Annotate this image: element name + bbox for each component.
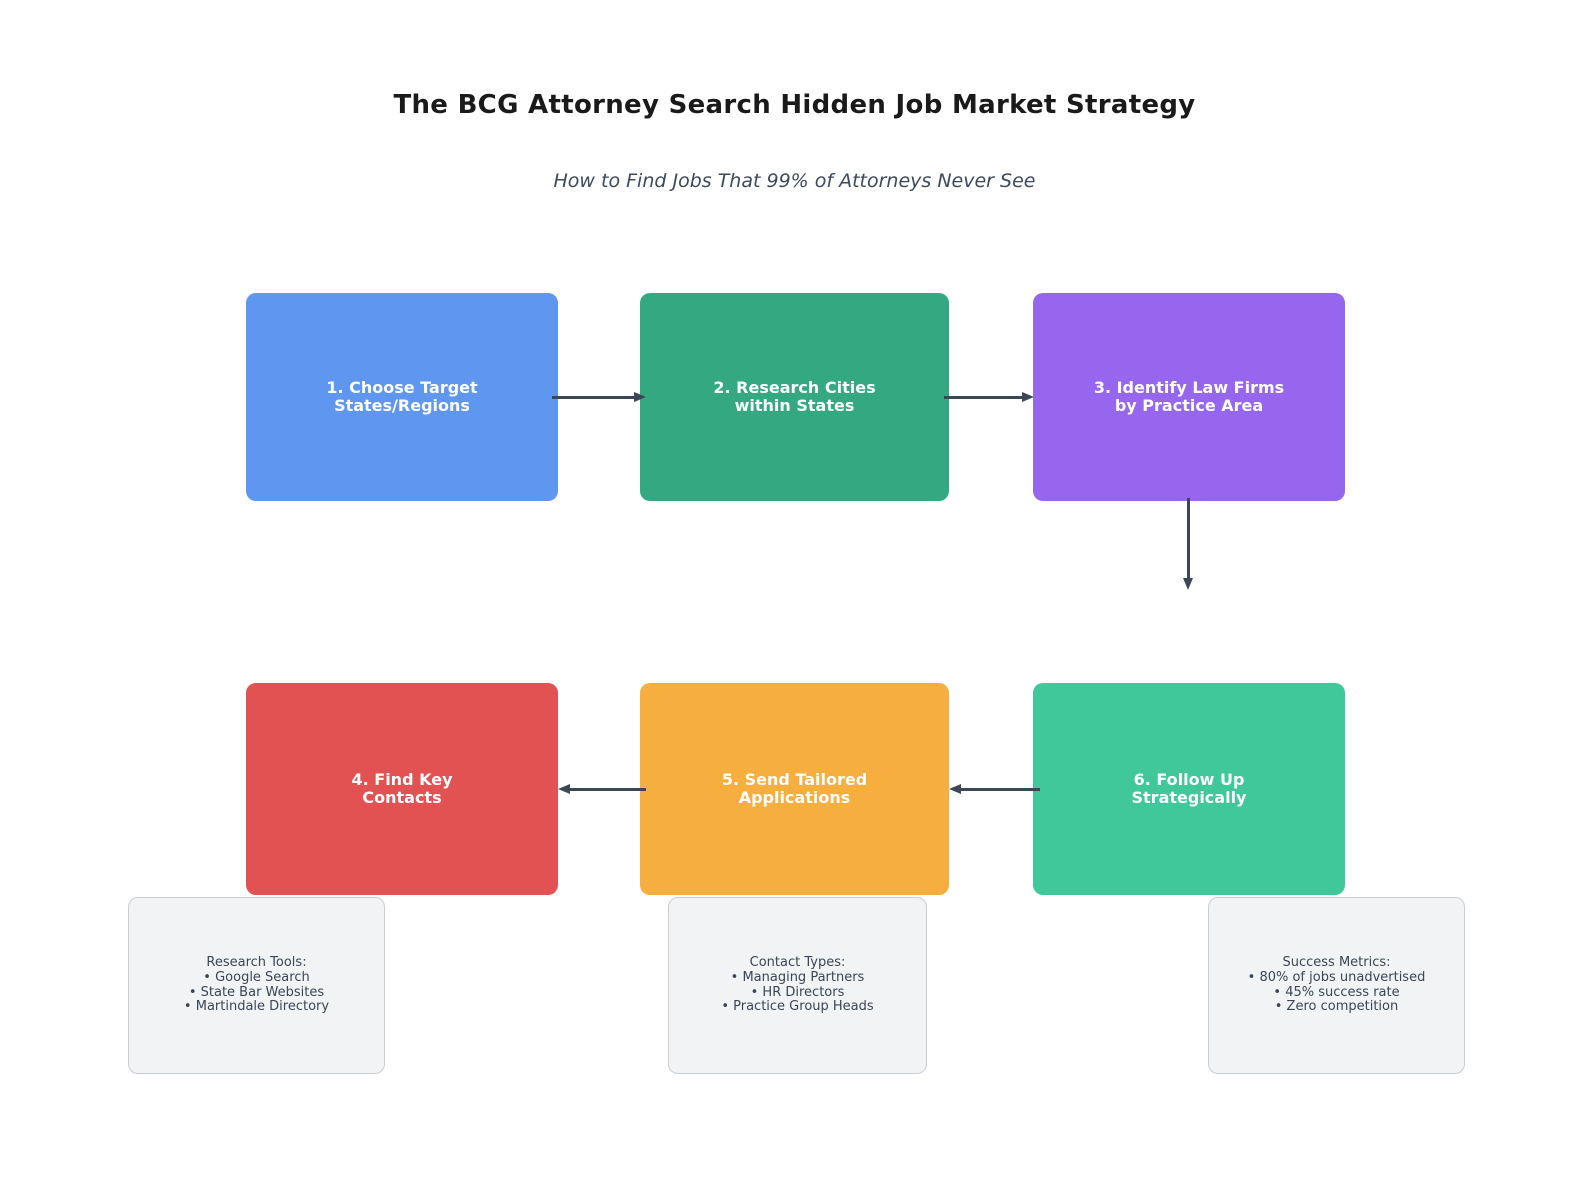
note-item: • 45% success rate bbox=[1273, 984, 1400, 1000]
note-heading: Research Tools: bbox=[206, 954, 307, 970]
page-subtitle: How to Find Jobs That 99% of Attorneys N… bbox=[553, 170, 1036, 192]
arrowhead-right-icon bbox=[1022, 392, 1034, 402]
step-box-3-identify-law-firms: 3. Identify Law Firms by Practice Area bbox=[1033, 293, 1345, 501]
note-item: • 80% of jobs unadvertised bbox=[1247, 969, 1426, 985]
step-box-1-choose-target-states: 1. Choose Target States/Regions bbox=[246, 293, 558, 501]
step-label-line: within States bbox=[734, 396, 855, 415]
page-title: The BCG Attorney Search Hidden Job Marke… bbox=[393, 90, 1196, 120]
note-heading: Success Metrics: bbox=[1282, 954, 1391, 970]
note-heading: Contact Types: bbox=[749, 954, 846, 970]
arrowhead-right-icon bbox=[634, 392, 646, 402]
note-item: • Managing Partners bbox=[730, 969, 865, 985]
step-label-line: 1. Choose Target bbox=[326, 378, 478, 398]
step-label-line: Applications bbox=[738, 788, 851, 807]
step-label-line: 3. Identify Law Firms bbox=[1093, 378, 1285, 398]
step-label-line: 6. Follow Up bbox=[1133, 770, 1245, 790]
note-item: • Google Search bbox=[203, 969, 310, 985]
note-item: • Zero competition bbox=[1274, 999, 1399, 1015]
note-item: • Practice Group Heads bbox=[721, 999, 874, 1015]
arrow-step1-to-step2 bbox=[552, 396, 634, 399]
step-label-line: 5. Send Tailored bbox=[721, 770, 868, 790]
step-label-line: Strategically bbox=[1131, 788, 1247, 807]
note-item: • HR Directors bbox=[750, 984, 845, 1000]
step-label-line: Contacts bbox=[362, 788, 442, 807]
step-label-line: 4. Find Key bbox=[351, 770, 453, 790]
step-label-line: States/Regions bbox=[334, 396, 470, 415]
arrow-step3-to-step6 bbox=[1187, 498, 1190, 578]
arrow-step2-to-step3 bbox=[944, 396, 1022, 399]
arrowhead-left-icon bbox=[949, 784, 961, 794]
step-box-2-research-cities: 2. Research Cities within States bbox=[640, 293, 949, 501]
step-box-4-find-key-contacts: 4. Find Key Contacts bbox=[246, 683, 558, 895]
step-label-line: by Practice Area bbox=[1114, 396, 1264, 415]
arrowhead-left-icon bbox=[558, 784, 570, 794]
step-label-line: 2. Research Cities bbox=[713, 378, 876, 398]
arrow-step6-to-step5 bbox=[961, 788, 1040, 791]
note-item: • State Bar Websites bbox=[188, 984, 325, 1000]
note-card-research-tools: Research Tools: • Google Search • State … bbox=[128, 897, 385, 1074]
note-card-success-metrics: Success Metrics: • 80% of jobs unadverti… bbox=[1208, 897, 1465, 1074]
step-box-5-send-tailored-applications: 5. Send Tailored Applications bbox=[640, 683, 949, 895]
arrow-step5-to-step4 bbox=[570, 788, 646, 791]
step-box-6-follow-up-strategically: 6. Follow Up Strategically bbox=[1033, 683, 1345, 895]
note-item: • Martindale Directory bbox=[183, 999, 330, 1015]
arrowhead-down-icon bbox=[1183, 578, 1193, 590]
note-card-contact-types: Contact Types: • Managing Partners • HR … bbox=[668, 897, 927, 1074]
